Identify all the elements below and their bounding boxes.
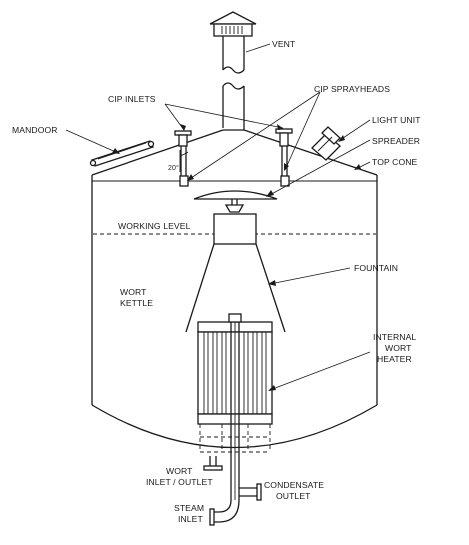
label-condensate-line2: OUTLET: [276, 491, 311, 501]
mandoor: [89, 140, 155, 167]
label-cip-inlets: CIP INLETS: [108, 94, 156, 104]
vent-stack: [209, 11, 257, 130]
text-labels: VENT CIP INLETS CIP SPRAYHEADS LIGHT UNI…: [12, 39, 421, 524]
spreader: [193, 190, 278, 213]
light-unit: [311, 126, 341, 161]
fountain: [185, 213, 286, 333]
label-spreader: SPREADER: [372, 136, 420, 146]
label-top-cone: TOP CONE: [372, 157, 418, 167]
leader-lines: [65, 43, 371, 391]
top-cone: [91, 129, 378, 182]
label-cip-sprayheads: CIP SPRAYHEADS: [314, 84, 390, 94]
cip-inlet-left: [174, 130, 192, 147]
cip-sprayhead-right: [280, 146, 290, 187]
cip-inlet-right: [275, 128, 293, 147]
vent-grille: [221, 26, 243, 34]
label-internal-heater-line1: INTERNAL: [373, 332, 416, 342]
kettle-shell: [91, 175, 378, 449]
label-angle: 20°: [168, 164, 179, 172]
heater-tubes: [203, 332, 267, 414]
label-light-unit: LIGHT UNIT: [372, 115, 421, 125]
label-internal-heater-line3: HEATER: [377, 354, 412, 364]
label-mandoor: MANDOOR: [12, 125, 58, 135]
label-wort-inlet-line2: INLET / OUTLET: [146, 477, 213, 487]
cip-sprayhead-left: [179, 146, 189, 187]
condensate-outlet: [239, 483, 262, 501]
label-fountain: FOUNTAIN: [354, 263, 398, 273]
label-condensate-line1: CONDENSATE: [264, 480, 324, 490]
label-wort-kettle-line2: KETTLE: [120, 298, 153, 308]
steam-pipe: [209, 313, 242, 526]
label-vent: VENT: [272, 39, 296, 49]
label-working-level: WORKING LEVEL: [118, 221, 191, 231]
label-wort-kettle-line1: WORT: [120, 287, 147, 297]
label-steam-line1: STEAM: [174, 503, 204, 513]
label-internal-heater-line2: WORT: [385, 343, 412, 353]
wort-inlet-outlet: [203, 456, 223, 471]
label-wort-inlet-line1: WORT: [166, 466, 193, 476]
label-steam-line2: INLET: [178, 514, 204, 524]
